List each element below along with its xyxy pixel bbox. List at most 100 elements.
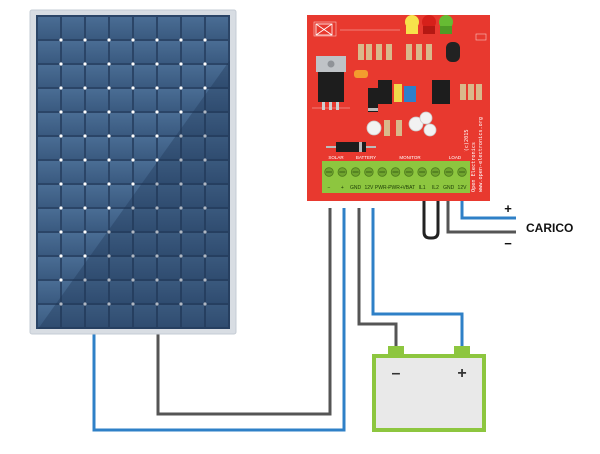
cell-junction-dot bbox=[131, 110, 135, 114]
cell-junction-dot bbox=[131, 230, 135, 234]
battery-body bbox=[372, 354, 486, 432]
cell-junction-dot bbox=[155, 110, 159, 114]
cell-junction-dot bbox=[131, 302, 135, 306]
solar-cell bbox=[110, 209, 132, 231]
cell-junction-dot bbox=[107, 230, 111, 234]
cell-junction-dot bbox=[155, 182, 159, 186]
cell-junction-dot bbox=[179, 38, 183, 42]
solar-cell bbox=[110, 89, 132, 111]
cell-junction-dot bbox=[107, 62, 111, 66]
cell-junction-dot bbox=[83, 278, 87, 282]
cell-junction-dot bbox=[203, 302, 207, 306]
solar-cell bbox=[182, 113, 204, 135]
solar-cell bbox=[110, 113, 132, 135]
solar-cell bbox=[38, 161, 60, 183]
board-text-2: Open Electronics bbox=[471, 142, 477, 192]
solar-cell bbox=[182, 233, 204, 255]
cell-junction-dot bbox=[155, 254, 159, 258]
header-solar: SOLAR bbox=[328, 155, 344, 160]
solar-cell bbox=[134, 41, 156, 63]
solar-cell bbox=[206, 65, 228, 87]
cell-junction-dot bbox=[203, 206, 207, 210]
solar-cell bbox=[134, 65, 156, 87]
cell-junction-dot bbox=[107, 182, 111, 186]
cell-junction-dot bbox=[59, 86, 63, 90]
battery-minus-label: – bbox=[392, 365, 401, 382]
solar-cell bbox=[38, 17, 60, 39]
solar-cell bbox=[86, 209, 108, 231]
solar-cell bbox=[182, 281, 204, 303]
cell-junction-dot bbox=[179, 134, 183, 138]
solar-cell bbox=[206, 113, 228, 135]
battery-terminal-positive bbox=[454, 346, 470, 356]
solar-cell bbox=[158, 185, 180, 207]
solar-cell bbox=[62, 41, 84, 63]
solar-cell bbox=[158, 89, 180, 111]
solar-cell bbox=[110, 137, 132, 159]
terminal-label: PWR+ bbox=[388, 185, 403, 191]
terminal-label: PWR− bbox=[375, 185, 390, 191]
battery-terminal-negative bbox=[388, 346, 404, 356]
solar-cell bbox=[134, 17, 156, 39]
cell-junction-dot bbox=[203, 134, 207, 138]
panel-wire-gray bbox=[156, 208, 332, 416]
solar-cell bbox=[86, 233, 108, 255]
resistors bbox=[358, 44, 482, 136]
cell-junction-dot bbox=[83, 206, 87, 210]
board-text-3: www.open-electronics.org bbox=[478, 117, 484, 192]
cell-junction-dot bbox=[203, 254, 207, 258]
solar-cell bbox=[62, 257, 84, 279]
cell-junction-dot bbox=[131, 254, 135, 258]
terminal-label: + bbox=[341, 185, 344, 191]
terminal-label: − bbox=[328, 185, 331, 191]
solar-cell bbox=[38, 41, 60, 63]
solar-cell bbox=[86, 281, 108, 303]
battery-wire-blue bbox=[371, 208, 464, 349]
load-plus-label: + bbox=[504, 201, 512, 216]
cell-junction-dot bbox=[155, 86, 159, 90]
solar-cell bbox=[182, 17, 204, 39]
board-logo-icon bbox=[315, 23, 333, 36]
crystal bbox=[354, 70, 368, 78]
cell-junction-dot bbox=[203, 158, 207, 162]
cell-junction-dot bbox=[107, 302, 111, 306]
transistor-t1 bbox=[446, 42, 460, 62]
solar-cell bbox=[206, 281, 228, 303]
cell-junction-dot bbox=[83, 110, 87, 114]
solar-cell bbox=[182, 257, 204, 279]
cell-junction-dot bbox=[203, 86, 207, 90]
solar-cell bbox=[86, 137, 108, 159]
cell-junction-dot bbox=[59, 38, 63, 42]
solar-cell bbox=[134, 305, 156, 327]
capacitors bbox=[366, 111, 437, 137]
solar-panel bbox=[29, 9, 237, 335]
solar-cell bbox=[182, 161, 204, 183]
cell-junction-dot bbox=[131, 182, 135, 186]
cell-junction-dot bbox=[83, 230, 87, 234]
led-green bbox=[439, 15, 453, 29]
solar-cell bbox=[158, 41, 180, 63]
solar-cell bbox=[62, 161, 84, 183]
solar-cell bbox=[110, 17, 132, 39]
cell-junction-dot bbox=[131, 158, 135, 162]
cell-junction-dot bbox=[155, 158, 159, 162]
terminal-label: 12V bbox=[364, 185, 374, 191]
solar-cell bbox=[62, 137, 84, 159]
voltage-regulator bbox=[316, 56, 346, 110]
cell-junction-dot bbox=[107, 158, 111, 162]
solar-cell bbox=[206, 233, 228, 255]
load-wire-gray bbox=[446, 200, 516, 234]
cell-junction-dot bbox=[59, 254, 63, 258]
solar-cell bbox=[110, 185, 132, 207]
solar-cell bbox=[38, 305, 60, 327]
solar-cell bbox=[206, 41, 228, 63]
cell-junction-dot bbox=[203, 62, 207, 66]
battery-plus-label: + bbox=[457, 365, 466, 382]
cell-junction-dot bbox=[155, 206, 159, 210]
cell-junction-dot bbox=[107, 110, 111, 114]
cell-junction-dot bbox=[83, 62, 87, 66]
solar-cell bbox=[86, 185, 108, 207]
solar-cell bbox=[134, 113, 156, 135]
solar-cell bbox=[158, 281, 180, 303]
